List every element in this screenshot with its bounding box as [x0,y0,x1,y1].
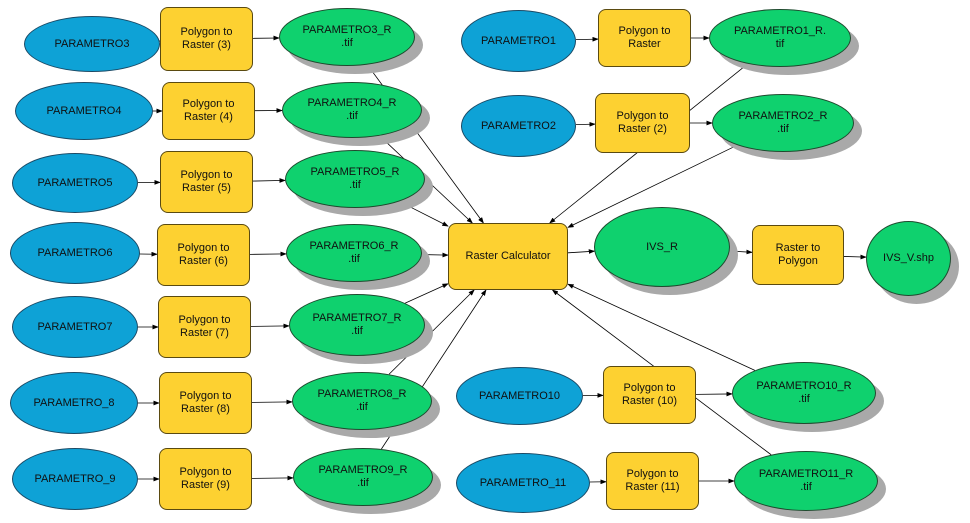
connector-r2p-to-ivsv [843,254,867,260]
connector-pr8-to-r8 [251,399,293,405]
output-data-node-r11[interactable]: PARAMETRO11_R .tif [734,451,878,511]
node-label: PARAMETRO4_R .tif [307,97,397,122]
input-data-node-p10[interactable]: PARAMETRO10 [456,367,583,425]
input-data-node-p5[interactable]: PARAMETRO5 [12,153,138,213]
node-label: PARAMETRO2 [481,119,556,132]
output-data-node-r5[interactable]: PARAMETRO5_R .tif [285,150,425,208]
node-label: Polygon to Raster [618,25,671,50]
node-label: PARAMETRO10 [478,389,561,402]
input-data-node-p8[interactable]: PARAMETRO_8 [10,372,138,434]
input-data-node-p1[interactable]: PARAMETRO1 [461,10,576,72]
connector-r5-to-calc [399,201,449,227]
node-label: PARAMETRO8_R .tif [317,388,407,413]
node-label: PARAMETRO_11 [479,476,567,489]
input-data-node-p9[interactable]: PARAMETRO_9 [12,448,138,510]
input-data-node-p6[interactable]: PARAMETRO6 [10,222,140,284]
input-data-node-p3[interactable]: PARAMETRO3 [24,16,160,72]
input-data-node-p7[interactable]: PARAMETRO7 [12,296,138,358]
node-label: Polygon to Raster (11) [625,468,680,493]
node-label: PARAMETRO11_R .tif [758,468,854,493]
output-data-node-r6[interactable]: PARAMETRO6_R .tif [286,224,422,282]
node-label: PARAMETRO1 [481,34,556,47]
node-label: PARAMETRO3_R .tif [302,24,392,49]
node-label: IVS_V.shp [883,252,934,264]
tool-node-pr4[interactable]: Polygon to Raster (4) [162,82,255,140]
node-label: Raster to Polygon [775,242,821,267]
tool-node-pr5[interactable]: Polygon to Raster (5) [160,151,253,213]
output-data-node-r7[interactable]: PARAMETRO7_R .tif [289,294,425,356]
node-label: PARAMETRO4 [46,104,122,117]
node-label: IVS_R [646,240,678,253]
node-label: Polygon to Raster (2) [616,110,669,135]
node-label: Raster Calculator [465,250,551,262]
connector-calc-to-ivsr [567,249,596,254]
tool-node-pr3[interactable]: Polygon to Raster (3) [160,7,253,71]
output-data-node-r3[interactable]: PARAMETRO3_R .tif [279,8,415,66]
tool-node-pr2[interactable]: Polygon to Raster (2) [595,93,690,153]
input-data-node-p4[interactable]: PARAMETRO4 [15,82,153,140]
tool-node-pr6[interactable]: Polygon to Raster (6) [157,224,250,286]
tool-node-r2p[interactable]: Raster to Polygon [752,225,844,285]
tool-node-pr7[interactable]: Polygon to Raster (7) [158,296,251,358]
output-data-node-ivsv[interactable]: IVS_V.shp [866,221,951,296]
node-label: Polygon to Raster (5) [180,169,233,194]
node-label: Polygon to Raster (7) [178,314,231,339]
output-data-node-ivsr[interactable]: IVS_R [594,207,730,287]
node-label: Polygon to Raster (8) [179,390,232,415]
tool-node-pr11[interactable]: Polygon to Raster (11) [606,452,699,510]
node-label: PARAMETRO_9 [34,472,116,485]
output-data-node-r1[interactable]: PARAMETRO1_R. tif [709,9,851,67]
node-label: PARAMETRO9_R .tif [318,464,408,489]
tool-node-calc[interactable]: Raster Calculator [448,223,568,290]
node-label: PARAMETRO_8 [33,396,115,409]
output-data-node-r9[interactable]: PARAMETRO9_R .tif [293,448,433,506]
node-label: Polygon to Raster (6) [177,242,230,267]
node-label: Polygon to Raster (9) [179,466,232,491]
node-label: PARAMETRO7_R .tif [312,312,402,337]
node-label: PARAMETRO5 [37,176,113,189]
output-data-node-r4[interactable]: PARAMETRO4_R .tif [282,82,422,138]
node-label: PARAMETRO6_R .tif [309,240,399,265]
output-data-node-r8[interactable]: PARAMETRO8_R .tif [292,372,432,430]
node-label: PARAMETRO3 [54,37,130,50]
connector-r10-to-calc [567,283,756,371]
input-data-node-p2[interactable]: PARAMETRO2 [461,95,576,157]
tool-node-pr1[interactable]: Polygon to Raster [598,9,691,67]
node-label: PARAMETRO6 [37,246,113,259]
node-label: PARAMETRO1_R. tif [733,25,827,50]
tool-node-pr8[interactable]: Polygon to Raster (8) [159,372,252,434]
node-label: PARAMETRO7 [37,320,113,333]
node-label: Polygon to Raster (3) [180,26,233,51]
connector-r7-to-calc [405,283,449,304]
node-label: Polygon to Raster (10) [621,382,678,407]
connector-pr9-to-r9 [251,475,294,481]
input-data-node-p11[interactable]: PARAMETRO_11 [456,453,590,513]
node-label: PARAMETRO2_R .tif [738,110,828,135]
connector-r6-to-calc [421,252,449,258]
node-label: Polygon to Raster (4) [182,98,235,123]
node-label: PARAMETRO10_R .tif [756,380,852,405]
output-data-node-r10[interactable]: PARAMETRO10_R .tif [732,362,876,424]
tool-node-pr10[interactable]: Polygon to Raster (10) [603,366,696,424]
connector-pr5-to-r5 [252,178,286,183]
connector-ivsr-to-r2p [729,249,753,255]
node-label: PARAMETRO5_R .tif [310,166,400,191]
tool-node-pr9[interactable]: Polygon to Raster (9) [159,448,252,510]
output-data-node-r2[interactable]: PARAMETRO2_R .tif [712,94,854,152]
connector-p1-to-pr1 [575,36,599,42]
